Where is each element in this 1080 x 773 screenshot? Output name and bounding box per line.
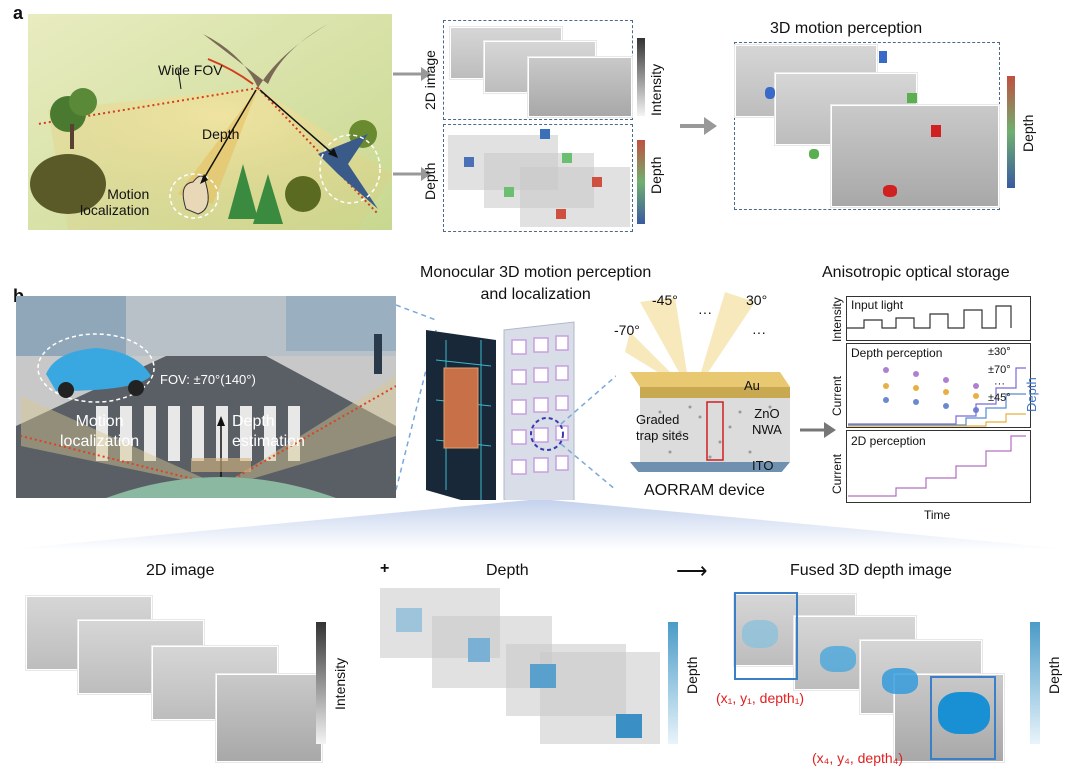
zno-label: ZnO NWA xyxy=(752,406,782,437)
fov-label-b: FOV: ±70°(140°) xyxy=(160,372,256,387)
angle-dots: ··· xyxy=(994,378,1005,390)
bottom-depth-bar2 xyxy=(1030,622,1040,744)
bottom-arrow: ⟶ xyxy=(676,558,708,583)
input-light-label: Input light xyxy=(851,298,904,312)
arrow-to-2d xyxy=(393,67,431,81)
panel-b-scene xyxy=(16,296,396,498)
angle-minus45: -45° xyxy=(652,292,678,308)
fan-gradient xyxy=(0,500,1080,550)
graded-label: Graded trap sites xyxy=(636,412,689,443)
center-title: Monocular 3D motion perception and local… xyxy=(420,264,652,303)
coord-1: (x₁, y₁, depth₁) xyxy=(716,690,805,706)
bottom-depth-label2: Depth xyxy=(1046,656,1062,694)
au-label: Au xyxy=(744,378,760,393)
aorram-device xyxy=(625,292,790,472)
perception-frame xyxy=(734,42,1000,210)
perception-depth-bar xyxy=(1007,76,1015,188)
perception-depth-label: Depth xyxy=(1020,114,1036,152)
image-2d-frame xyxy=(443,20,633,120)
depth-label-a: Depth xyxy=(202,126,240,142)
storage-title: Anisotropic optical storage xyxy=(822,264,1010,281)
time-axis: Time xyxy=(924,508,951,522)
intensity-axis: Intensity xyxy=(830,297,844,342)
bottom-depth-title: Depth xyxy=(486,562,529,579)
storage-plots xyxy=(846,296,1031,503)
angle-dots2: ··· xyxy=(752,324,766,340)
arrow-to-depth xyxy=(393,167,431,181)
coord-4: (x₄, y₄, depth₄) xyxy=(812,750,904,766)
panel-a-letter: a xyxy=(13,3,24,23)
bottom-depth-stack xyxy=(380,588,670,758)
panel-a-scene xyxy=(28,14,392,230)
chip-and-array xyxy=(396,304,616,500)
bottom-fused-title: Fused 3D depth image xyxy=(790,562,952,579)
depth-perception-label: Depth perception xyxy=(851,346,943,360)
arrow-to-storage xyxy=(800,422,836,438)
bottom-2d-stack xyxy=(26,596,326,766)
bottom-intensity-label: Intensity xyxy=(332,657,348,710)
angle-dots1: ··· xyxy=(698,304,712,320)
bottom-depth-label1: Depth xyxy=(684,656,700,694)
intensity-label-a: Intensity xyxy=(648,63,664,116)
angle-pm30: ±30° xyxy=(988,346,1011,358)
angle-minus70: -70° xyxy=(614,322,640,338)
bottom-plus: + xyxy=(380,560,390,577)
intensity-bar xyxy=(637,38,645,116)
bottom-2d-title: 2D image xyxy=(146,562,215,579)
image-2d-label: 2D image xyxy=(422,50,438,110)
bottom-intensity-bar xyxy=(316,622,326,744)
angle-pm70: ±70° xyxy=(988,364,1011,376)
wide-fov-label: Wide FOV xyxy=(158,62,223,78)
current-axis2: Current xyxy=(830,453,844,494)
perception-2d-label: 2D perception xyxy=(851,434,926,448)
ito-label: ITO xyxy=(752,458,774,473)
device-name: AORRAM device xyxy=(644,482,765,499)
motion-localization-b: Motion localization xyxy=(60,413,140,450)
angle-pm45: ±45° xyxy=(988,392,1011,404)
depth-stack-frame xyxy=(443,124,633,232)
depth-estimation-b: Depth estimation xyxy=(232,413,305,450)
perception-title: 3D motion perception xyxy=(770,20,923,37)
motion-localization-a: Motion localization xyxy=(80,186,150,218)
current-axis1: Current xyxy=(830,375,844,416)
angle-30: 30° xyxy=(746,292,768,308)
bottom-depth-bar1 xyxy=(668,622,678,744)
depth-stack-label: Depth xyxy=(422,162,438,200)
depth-bar-a xyxy=(637,140,645,224)
arrow-to-perception xyxy=(680,117,717,135)
depth-bar-label-a: Depth xyxy=(648,156,664,194)
storage-depth-side: Depth xyxy=(1024,377,1039,412)
bottom-fused-stack xyxy=(734,590,1024,762)
